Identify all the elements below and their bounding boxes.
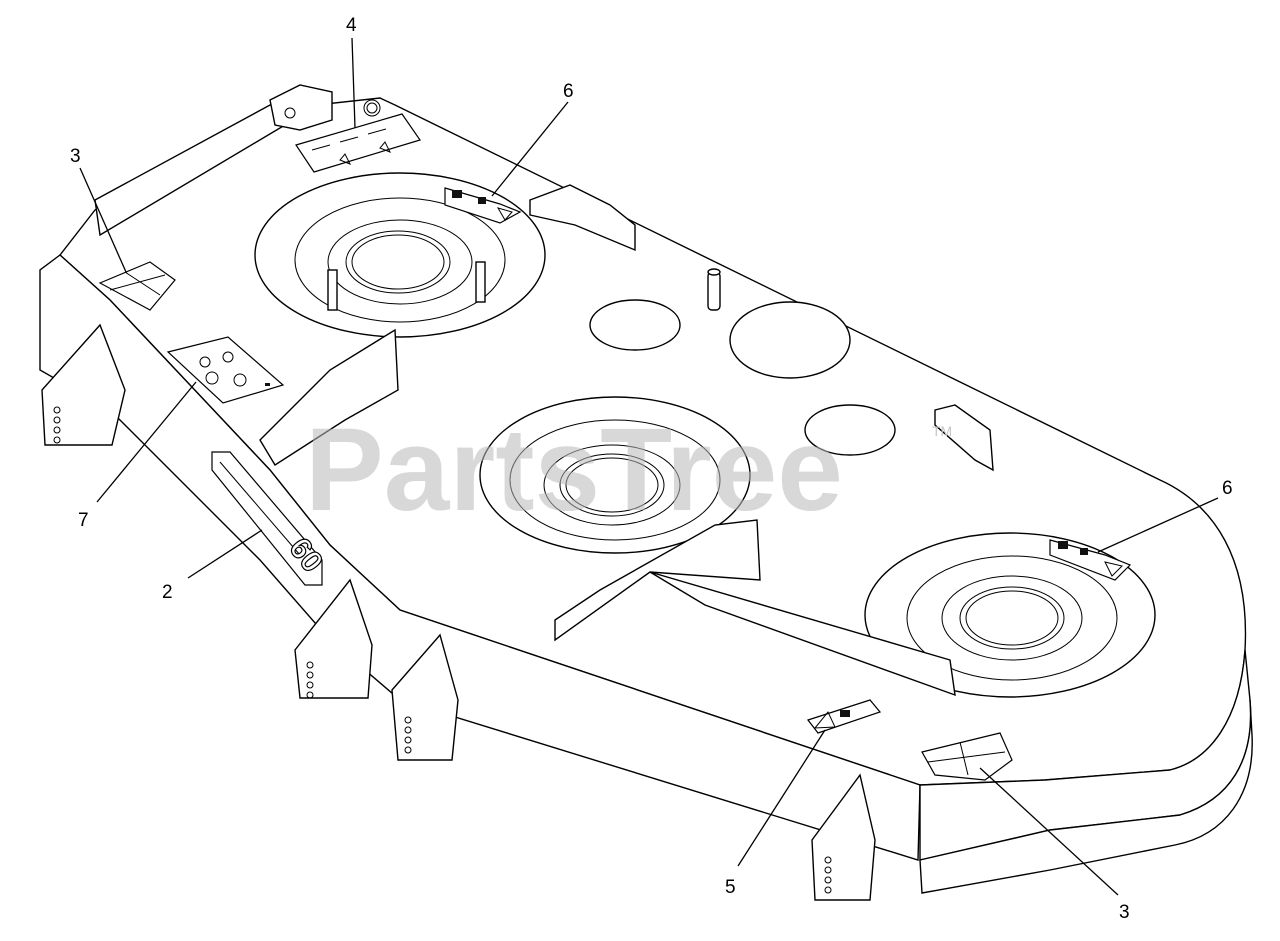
- deck-opening: [729, 301, 851, 379]
- callout-6a: 6: [563, 81, 574, 102]
- right-bracket: [934, 404, 994, 472]
- watermark: PartsTree: [305, 404, 843, 536]
- rear-bracket: [269, 84, 333, 131]
- spindle-left: [254, 172, 546, 338]
- leader-lines: [79, 37, 1219, 896]
- decal-5-warning: [807, 699, 882, 734]
- leader-6a: [491, 101, 569, 197]
- decal-6-upper: [444, 187, 522, 224]
- idler-plate-2: [804, 404, 896, 456]
- deck-fill-port: [363, 99, 381, 117]
- mower-deck: [39, 84, 1253, 901]
- leader-4: [351, 37, 356, 129]
- decal-7-belt-routing: [166, 336, 285, 404]
- leader-3a: [79, 167, 127, 273]
- decal-3-left: [98, 261, 176, 311]
- idler-post: [707, 271, 721, 311]
- front-bracket-left: [41, 323, 126, 446]
- deck-bottom-lip: [919, 699, 1253, 894]
- decal-6-right: [1049, 539, 1132, 581]
- front-bracket-right: [811, 773, 876, 901]
- callout-labels: 4 6 3 7 2 6 5 3: [70, 15, 1233, 923]
- leader-6b: [1097, 497, 1219, 553]
- leader-5: [737, 729, 826, 867]
- baffle-left: [259, 328, 399, 466]
- callout-3a: 3: [70, 146, 81, 167]
- baffle-right: [649, 571, 956, 697]
- front-bracket-mid: [294, 578, 373, 699]
- spindle-center: [479, 396, 751, 554]
- deck-front-skirt: [39, 254, 921, 861]
- callout-6b: 6: [1222, 478, 1233, 499]
- callout-2: 2: [162, 582, 173, 603]
- front-bracket-center: [391, 633, 459, 761]
- idler-plate-1: [589, 299, 681, 351]
- rear-bracket-hole: [284, 107, 296, 119]
- leader-3b: [979, 767, 1119, 896]
- deck-fill-port-inner: [366, 102, 378, 114]
- leader-7: [96, 381, 197, 503]
- baffle-center: [554, 519, 761, 642]
- watermark-trademark: TM: [932, 423, 952, 439]
- callout-5: 5: [725, 877, 736, 898]
- decal-4-warning-strip: [295, 113, 421, 173]
- deflector-bracket: [529, 184, 636, 252]
- callout-4: 4: [346, 15, 357, 36]
- callout-7: 7: [78, 510, 89, 531]
- decal-3-right: [921, 732, 1013, 781]
- callout-3b: 3: [1119, 902, 1130, 923]
- leader-2: [187, 529, 263, 579]
